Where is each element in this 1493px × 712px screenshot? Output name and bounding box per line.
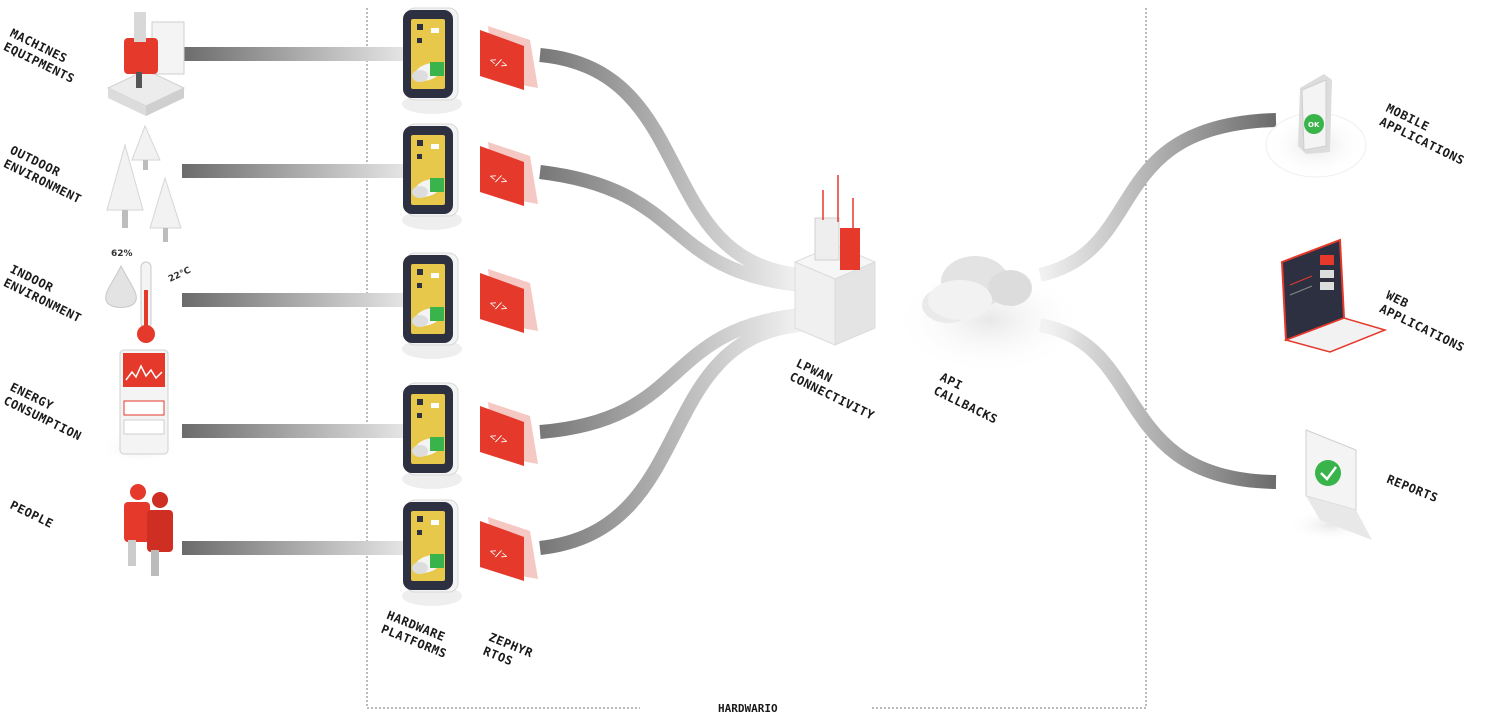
code-tag-glyph: </> (488, 55, 509, 71)
cnc-machine-icon (106, 12, 186, 116)
code-tag-glyph: </> (488, 546, 509, 562)
trees-icon (106, 124, 182, 242)
circuit-board-icon (402, 123, 462, 230)
hardwario-frame (366, 8, 1147, 709)
code-tag-icon: </> (480, 269, 538, 333)
frame-label: HARDWARIO (718, 702, 778, 712)
code-tag-icon: </> (480, 142, 538, 206)
energy-meter-icon (100, 349, 180, 464)
ok-badge: OK (1308, 121, 1320, 129)
laptop-icon (1280, 238, 1388, 353)
circuit-board-icon (402, 499, 462, 606)
smartphone-icon (1265, 74, 1367, 178)
rtos-connectors (539, 48, 801, 555)
code-tag-icon: </> (480, 402, 538, 466)
people-icon (124, 484, 173, 576)
report-check-icon (1288, 429, 1372, 541)
hardware-platforms: </> </> </> </> </> (402, 7, 538, 606)
circuit-board-icon (402, 382, 462, 489)
humidity-value: 62% (111, 249, 133, 259)
source-connectors (182, 47, 407, 555)
code-tag-glyph: </> (488, 431, 509, 447)
code-tag-icon: </> (480, 517, 538, 581)
code-tag-icon: </> (480, 26, 538, 90)
cloud-icon (893, 256, 1087, 375)
circuit-board-icon (402, 7, 462, 114)
thermometer-droplet-icon (105, 261, 155, 343)
temperature-value: 22°C (167, 266, 193, 285)
code-tag-glyph: </> (488, 298, 509, 314)
circuit-board-icon (402, 252, 462, 359)
code-tag-glyph: </> (488, 171, 509, 187)
antenna-tower-icon (793, 175, 877, 346)
